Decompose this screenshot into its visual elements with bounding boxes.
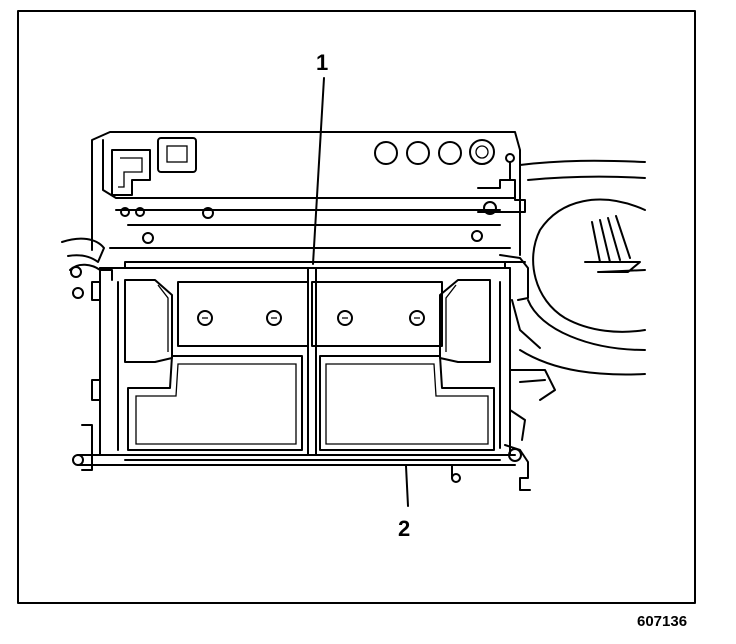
callout-1: 1 [312, 50, 328, 265]
right-clips [499, 254, 556, 491]
callout-2: 2 [398, 465, 410, 541]
blower-housing [477, 153, 646, 376]
figure-id: 607136 [637, 613, 687, 630]
upper-housing [91, 131, 521, 256]
figure-frame [17, 10, 696, 604]
left-harness [61, 237, 113, 299]
callout-2-label: 2 [398, 516, 410, 541]
callout-1-label: 1 [316, 50, 328, 75]
lower-module [72, 261, 516, 483]
